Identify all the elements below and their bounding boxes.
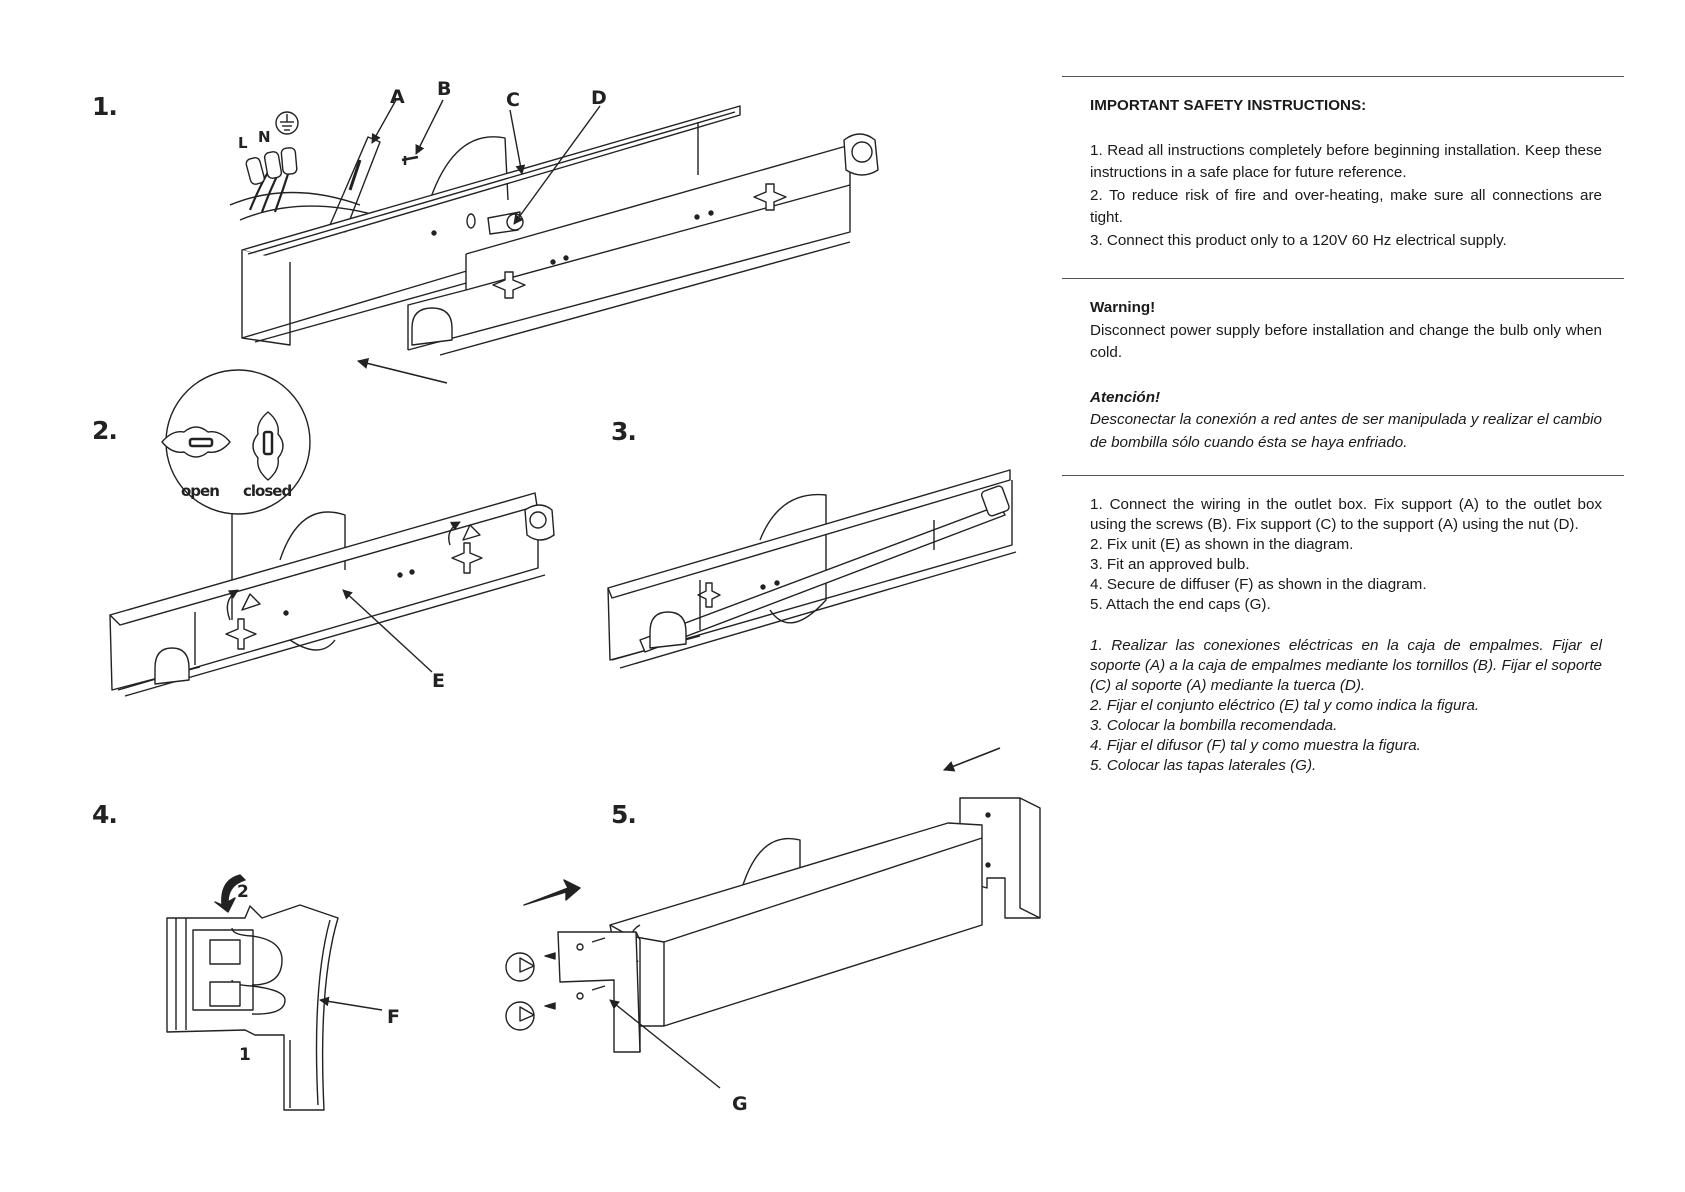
steps-spanish: 1. Realizar las conexiones eléctricas en… (1090, 636, 1602, 776)
callout-c: C (506, 89, 520, 111)
callout-a: A (390, 86, 405, 108)
safety-item-3: 3. Connect this product only to a 120V 6… (1090, 231, 1507, 249)
installation-diagrams (109, 99, 1041, 1111)
warning-section: Warning! Disconnect power supply before … (1090, 297, 1602, 454)
steps-english: 1. Connect the wiring in the outlet box.… (1090, 495, 1602, 615)
knob-open-label: open (181, 482, 220, 500)
figure-5-drawing (505, 797, 1041, 1089)
sequence-mark-1: 1 (239, 1045, 251, 1065)
step-es-4: 4. Fijar el difusor (F) tal y como muest… (1090, 737, 1421, 754)
callout-f: F (387, 1006, 400, 1028)
wire-label-live: L (238, 134, 248, 152)
sequence-mark-2: 2 (237, 882, 249, 902)
step-en-4: 4. Secure de diffuser (F) as shown in th… (1090, 576, 1427, 593)
callout-e: E (432, 670, 445, 692)
callout-d: D (591, 87, 607, 109)
safety-section: IMPORTANT SAFETY INSTRUCTIONS: 1. Read a… (1090, 95, 1602, 252)
step-es-5: 5. Colocar las tapas laterales (G). (1090, 757, 1317, 774)
warning-text: Disconnect power supply before installat… (1090, 321, 1602, 362)
step-en-3: 3. Fit an approved bulb. (1090, 556, 1250, 573)
figure-1-drawing (229, 99, 879, 384)
step-es-1: 1. Realizar las conexiones eléctricas en… (1090, 637, 1602, 694)
wire-label-neutral: N (258, 128, 271, 146)
figure-4-drawing (166, 874, 383, 1111)
callout-b: B (437, 78, 452, 100)
safety-item-1: 1. Read all instructions completely befo… (1090, 141, 1602, 182)
divider-top (1062, 76, 1624, 77)
atencion-title: Atención! (1090, 388, 1161, 406)
knob-closed-label: closed (243, 482, 292, 500)
step-number-2: 2. (92, 416, 118, 445)
divider-bottom (1062, 475, 1624, 476)
step-en-2: 2. Fix unit (E) as shown in the diagram. (1090, 536, 1354, 553)
divider-middle (1062, 278, 1624, 279)
figure-3-drawing (607, 469, 1017, 669)
callout-g: G (732, 1093, 748, 1115)
safety-item-2: 2. To reduce risk of fire and over-heati… (1090, 186, 1602, 227)
figure-2-drawing (109, 369, 555, 697)
atencion-text: Desconectar la conexión a red antes de s… (1090, 411, 1602, 451)
step-es-3: 3. Colocar la bombilla recomendada. (1090, 717, 1338, 734)
warning-title: Warning! (1090, 299, 1156, 316)
step-number-1: 1. (92, 92, 118, 121)
step-en-5: 5. Attach the end caps (G). (1090, 596, 1271, 613)
step-es-2: 2. Fijar el conjunto eléctrico (E) tal y… (1090, 697, 1480, 714)
safety-title: IMPORTANT SAFETY INSTRUCTIONS: (1090, 97, 1367, 114)
step-number-5: 5. (611, 800, 637, 829)
step-en-1: 1. Connect the wiring in the outlet box.… (1090, 496, 1602, 533)
step-number-3: 3. (611, 417, 637, 446)
step-number-4: 4. (92, 800, 118, 829)
